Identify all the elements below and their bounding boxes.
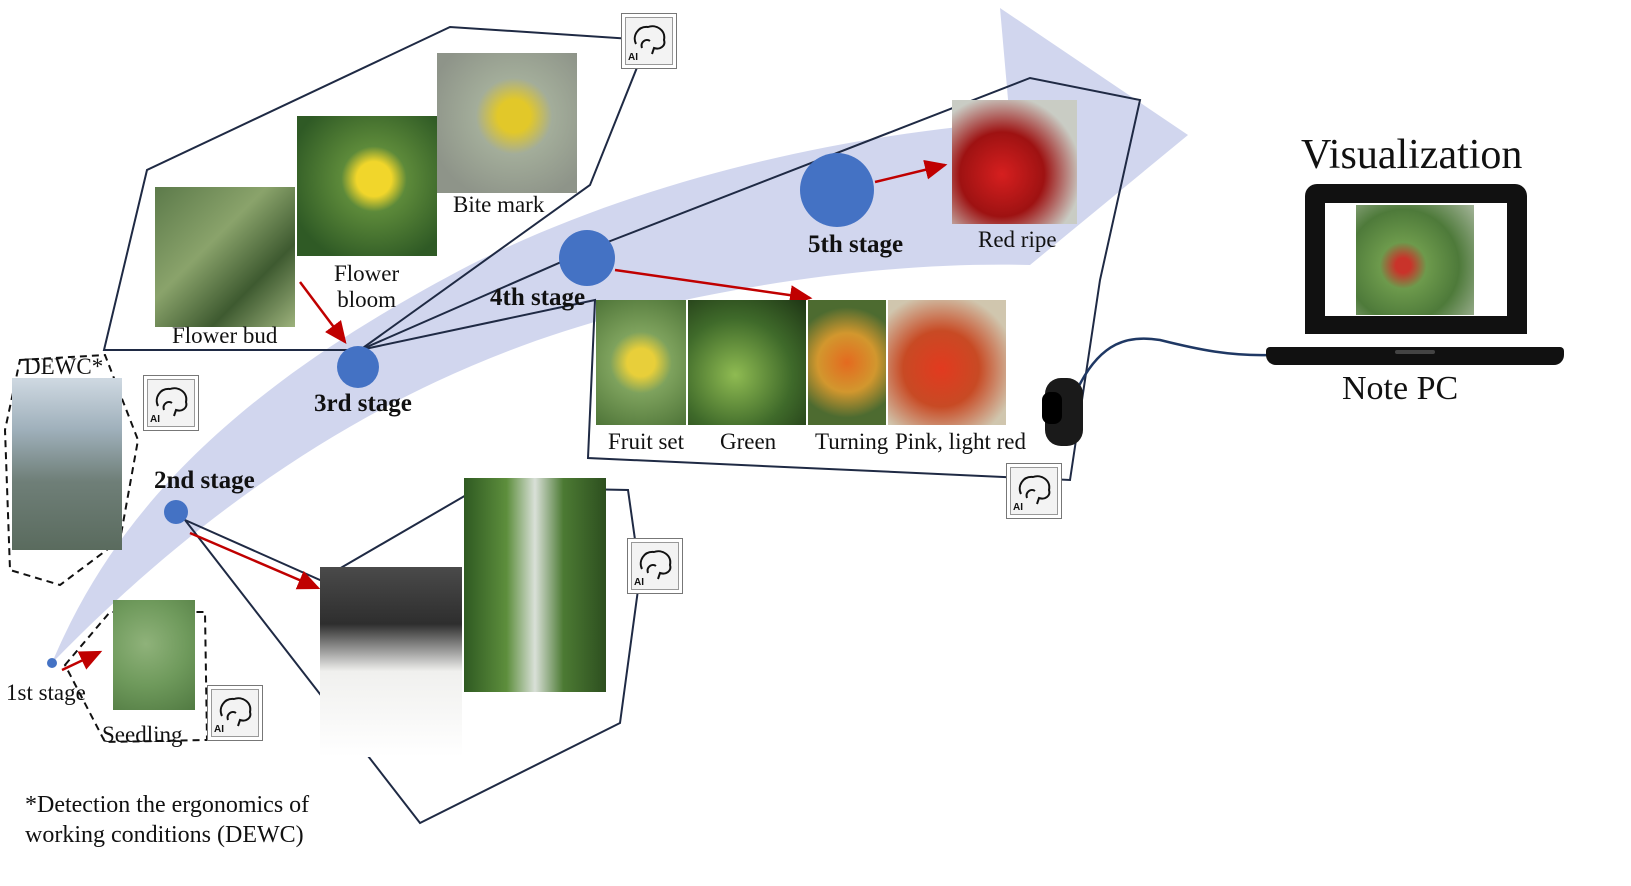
dewc-photo [12,378,122,550]
ai-badge-stage2: AI [627,538,683,594]
fruit-set-label: Fruit set [608,429,685,454]
brain-icon [633,25,666,55]
brain-icon [639,550,672,580]
stage2-label: 2nd stage [154,467,255,494]
stage1-label: 1st stage [6,680,86,705]
note-pc-label: Note PC [1342,370,1459,407]
stage5-label: 5th stage [808,231,904,258]
bite-mark-photo [437,53,577,193]
arrow-to-stage2-photos [189,531,321,590]
ai-badge-dewc: AI [143,375,199,431]
brain-icon [155,387,188,417]
flower-bloom-label: Flower bloom [334,261,400,312]
arrow-to-red-ripe [874,160,948,184]
red-ripe-photo [952,100,1077,224]
stage4-label: 4th stage [490,284,586,311]
stage3-label: 3rd stage [314,390,412,417]
flower-bud-photo [155,187,295,327]
camera-cable [1074,337,1271,393]
dewc-label: DEWC* [24,354,104,379]
ai-badge-label: AI [628,52,638,63]
brain-icon [219,697,252,727]
pink-light-red-photo [888,300,1006,425]
camera-lens [1042,392,1062,424]
stage4-node [559,230,615,286]
laptop-hinge [1395,350,1435,354]
ai-badge-label: AI [150,414,160,425]
dewc-outline [3,353,140,587]
rockwool-photo [320,567,462,757]
turning-fruit-photo [808,300,886,425]
laptop-base [1266,347,1564,365]
arrow-to-fruit-photos [614,268,813,306]
ai-badge-label: AI [214,724,224,735]
bite-mark-label: Bite mark [453,192,545,217]
fruit-set-photo [596,300,686,425]
arrow-flower-to-stage3 [299,281,347,344]
ai-badge-flower: AI [621,13,677,69]
seedling-outline [63,611,209,744]
stage5-node [800,153,874,227]
pink-light-red-label: Pink, light red [895,429,1026,454]
red-ripe-label: Red ripe [978,227,1057,252]
turning-label: Turning [815,429,889,454]
footnote: *Detection the ergonomics of working con… [25,792,310,848]
green-label: Green [720,429,777,454]
stage3-node [337,346,379,388]
seedling-photo [113,600,195,710]
fruit-stage-outline [359,76,1142,482]
stage1-node [47,658,57,668]
seedling-label: Seedling [102,722,183,747]
ai-badge-label: AI [634,577,644,588]
flower-bud-label: Flower bud [172,323,278,348]
growth-flow-arrow [52,8,1188,663]
vegetative-stage-outline [184,485,642,825]
laptop-detection-image [1356,205,1474,315]
arrow-to-seedling [61,650,103,672]
ai-badge-seedling: AI [207,685,263,741]
flower-bloom-photo [297,116,437,256]
brain-icon [1018,475,1051,505]
visualization-title: Visualization [1301,132,1523,178]
stage2-node [164,500,188,524]
greenhouse-row-photo [464,478,606,692]
ai-badge-label: AI [1013,502,1023,513]
green-fruit-photo [688,300,806,425]
ai-badge-fruit: AI [1006,463,1062,519]
